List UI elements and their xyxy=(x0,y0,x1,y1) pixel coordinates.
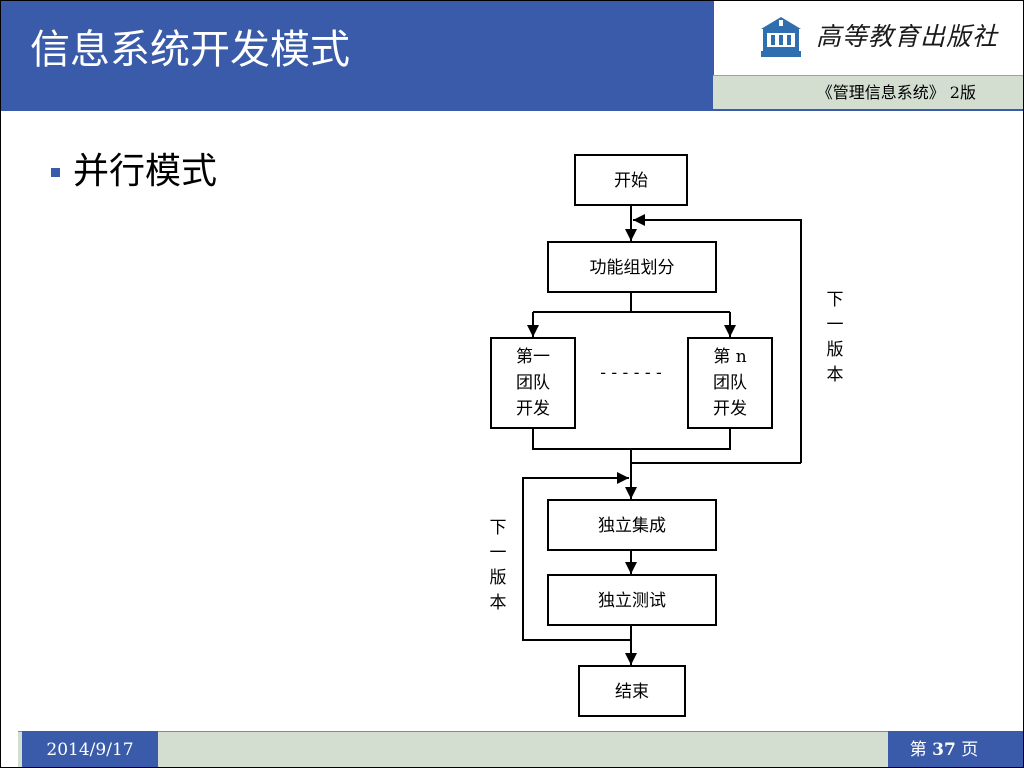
footer-date-box: 2014/9/17 xyxy=(22,731,158,768)
book-label: 《管理信息系统》 2版 xyxy=(816,83,976,102)
team-first-line-1: 第一 xyxy=(516,347,550,367)
book-label-bar: 《管理信息系统》 2版 xyxy=(713,75,1024,109)
page-indicator: 第 37 页 xyxy=(888,739,1000,761)
next-version-right-char-3: 版 xyxy=(827,340,844,360)
merge-bar xyxy=(532,428,731,450)
divide-box xyxy=(547,241,717,293)
bullet-heading: 并行模式 xyxy=(73,151,218,192)
footer-bar xyxy=(18,731,1024,768)
page-prefix: 第 xyxy=(909,740,933,760)
footer-date: 2014/9/17 xyxy=(46,740,134,760)
slide-title: 信息系统开发模式 xyxy=(30,27,350,73)
next-version-left-char-2: 一 xyxy=(490,543,507,563)
test-box xyxy=(547,574,717,626)
integrate-box xyxy=(547,499,717,551)
teams-ellipsis: - - - - - - xyxy=(600,363,661,383)
team-n-line-1: 第 n xyxy=(713,347,746,367)
end-box xyxy=(578,665,686,717)
end-label: 结束 xyxy=(615,682,649,702)
integrate-label: 独立集成 xyxy=(598,516,666,536)
next-version-loop-left xyxy=(522,472,631,641)
test-label: 独立测试 xyxy=(598,591,666,611)
next-version-right-char-1: 下 xyxy=(827,290,844,310)
team-first-line-3: 开发 xyxy=(516,399,550,419)
next-version-right-char-4: 本 xyxy=(827,365,844,385)
next-version-right-char-2: 一 xyxy=(827,315,844,335)
team-n-line-2: 团队 xyxy=(713,373,747,393)
bullet-square-icon xyxy=(51,168,60,177)
title-bar: 信息系统开发模式 xyxy=(0,0,713,109)
page-suffix: 页 xyxy=(955,740,979,760)
divide-label: 功能组划分 xyxy=(590,258,675,278)
team-n-line-3: 开发 xyxy=(713,399,747,419)
header-right-panel: 高等教育出版社 《管理信息系统》 2版 xyxy=(713,0,1024,109)
start-box xyxy=(574,154,688,206)
publisher-logo-area: 高等教育出版社 xyxy=(713,0,1024,75)
next-version-loop-right xyxy=(633,214,802,463)
next-version-left-char-4: 本 xyxy=(490,593,507,613)
footer-page-box: 第 37 页 xyxy=(888,731,1024,768)
team-first-line-2: 团队 xyxy=(516,373,550,393)
next-version-left-char-1: 下 xyxy=(490,518,507,538)
team-n-box xyxy=(687,337,773,429)
publisher-logo-text: 高等教育出版社 xyxy=(816,22,999,51)
team-first-box xyxy=(490,337,576,429)
next-version-left-char-3: 版 xyxy=(490,568,507,588)
header-divider xyxy=(0,109,1024,111)
start-label: 开始 xyxy=(614,171,648,191)
page-number: 37 xyxy=(932,740,956,760)
publisher-emblem-icon xyxy=(761,17,801,57)
